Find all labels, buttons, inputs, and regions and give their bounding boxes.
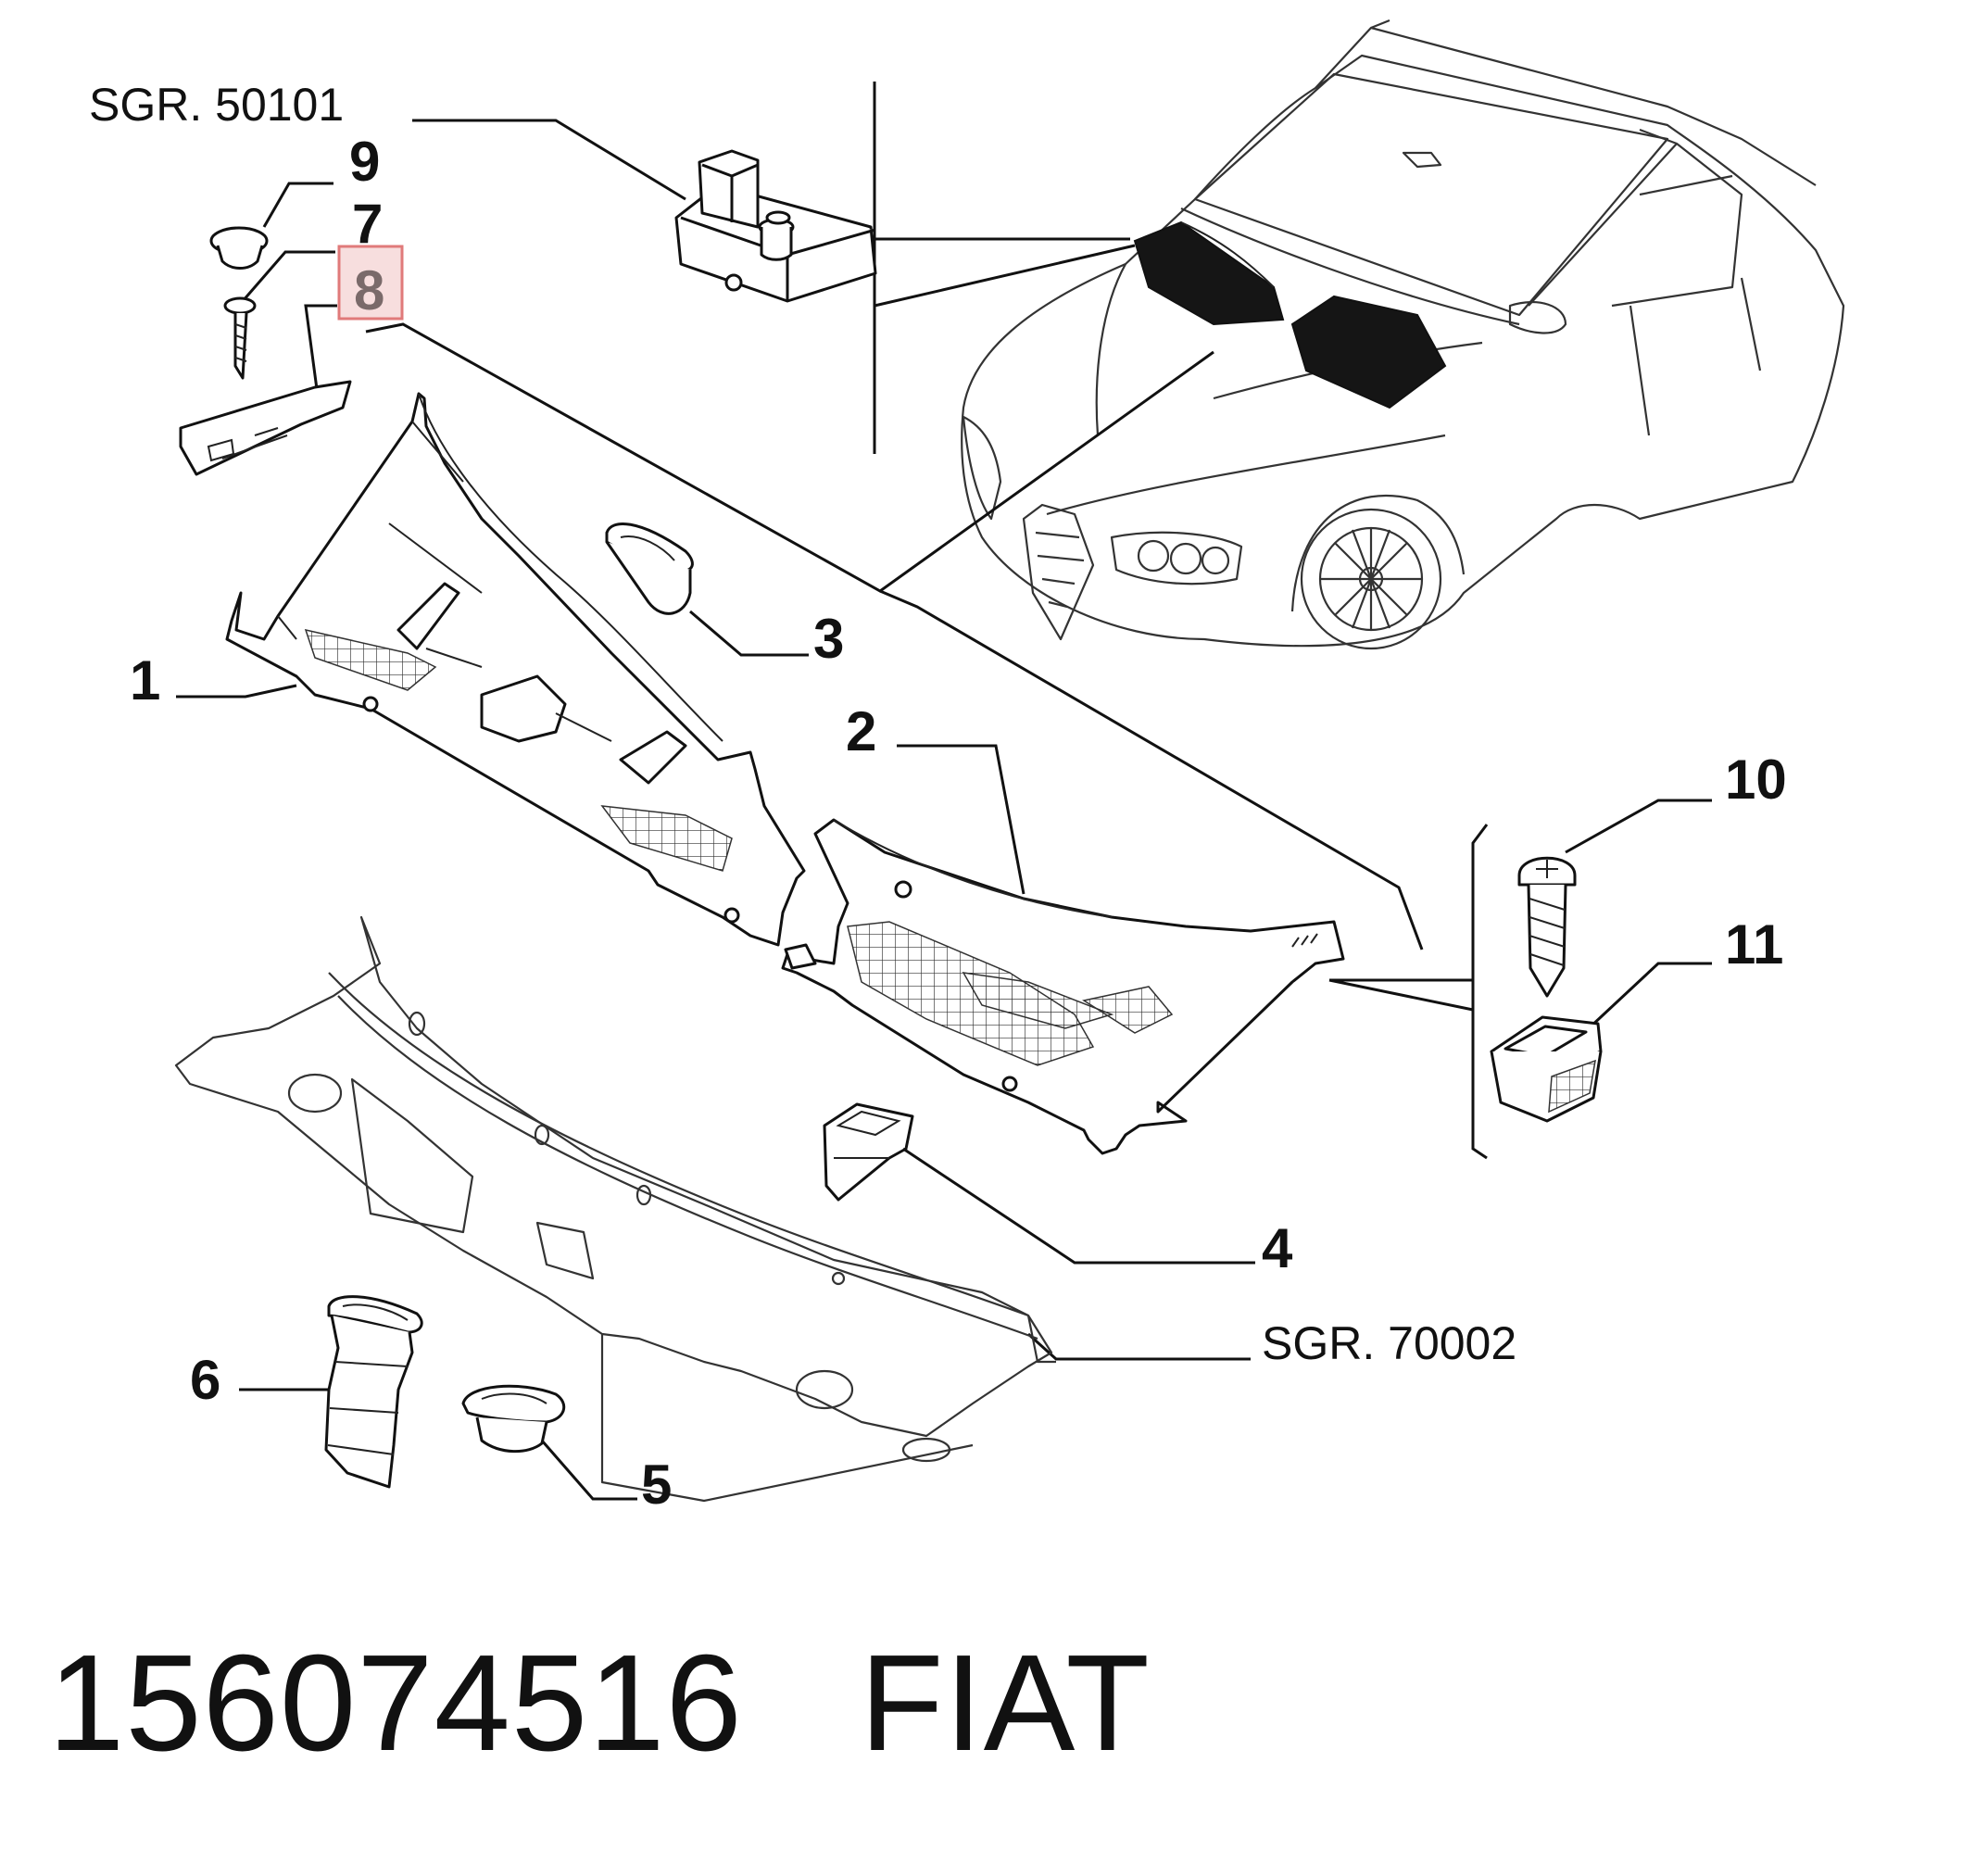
part-number-footer: 156074516 FIAT — [48, 1635, 1151, 1772]
callout-11: 11 — [1725, 913, 1783, 976]
leader-to-car-right — [879, 589, 1424, 950]
part-5-grommet — [461, 1384, 566, 1454]
part-2-cowl-right — [781, 818, 1345, 1155]
reference-lower: SGR. 70002 — [1262, 1317, 1516, 1369]
bracket-10-11 — [1329, 978, 1488, 1160]
part-9-plug — [209, 226, 269, 270]
callout-2: 2 — [846, 700, 876, 762]
part-8-trim-strip — [179, 380, 352, 476]
callout-7: 7 — [352, 193, 383, 255]
part-number: 156074516 — [48, 1627, 743, 1780]
part-1-cowl-left — [225, 392, 806, 947]
brand-name: FIAT — [860, 1627, 1151, 1780]
callout-4: 4 — [1262, 1217, 1293, 1279]
callout-8-highlight[interactable] — [337, 245, 404, 321]
part-7-screw — [223, 296, 257, 380]
bulkhead-panel — [174, 915, 1056, 1503]
leader-to-car-left — [365, 322, 1214, 593]
part-10-screw — [1517, 856, 1577, 998]
leader-reference-upper — [412, 119, 686, 201]
part-11-clip — [1490, 1015, 1603, 1123]
part-3-grommet — [605, 522, 694, 615]
callout-9: 9 — [349, 131, 380, 193]
part-4-duct — [823, 1102, 914, 1202]
part-6-duct — [324, 1295, 423, 1489]
leader-reference-lower — [1026, 1332, 1251, 1361]
callout-10: 10 — [1725, 749, 1787, 811]
control-module-part — [674, 149, 877, 303]
callout-8: 8 — [354, 259, 384, 321]
callout-3: 3 — [813, 608, 844, 670]
car-illustration — [873, 19, 1845, 650]
callout-6: 6 — [190, 1349, 220, 1411]
callout-5: 5 — [641, 1454, 672, 1516]
callout-1: 1 — [130, 649, 160, 711]
reference-upper: SGR. 50101 — [89, 79, 344, 131]
